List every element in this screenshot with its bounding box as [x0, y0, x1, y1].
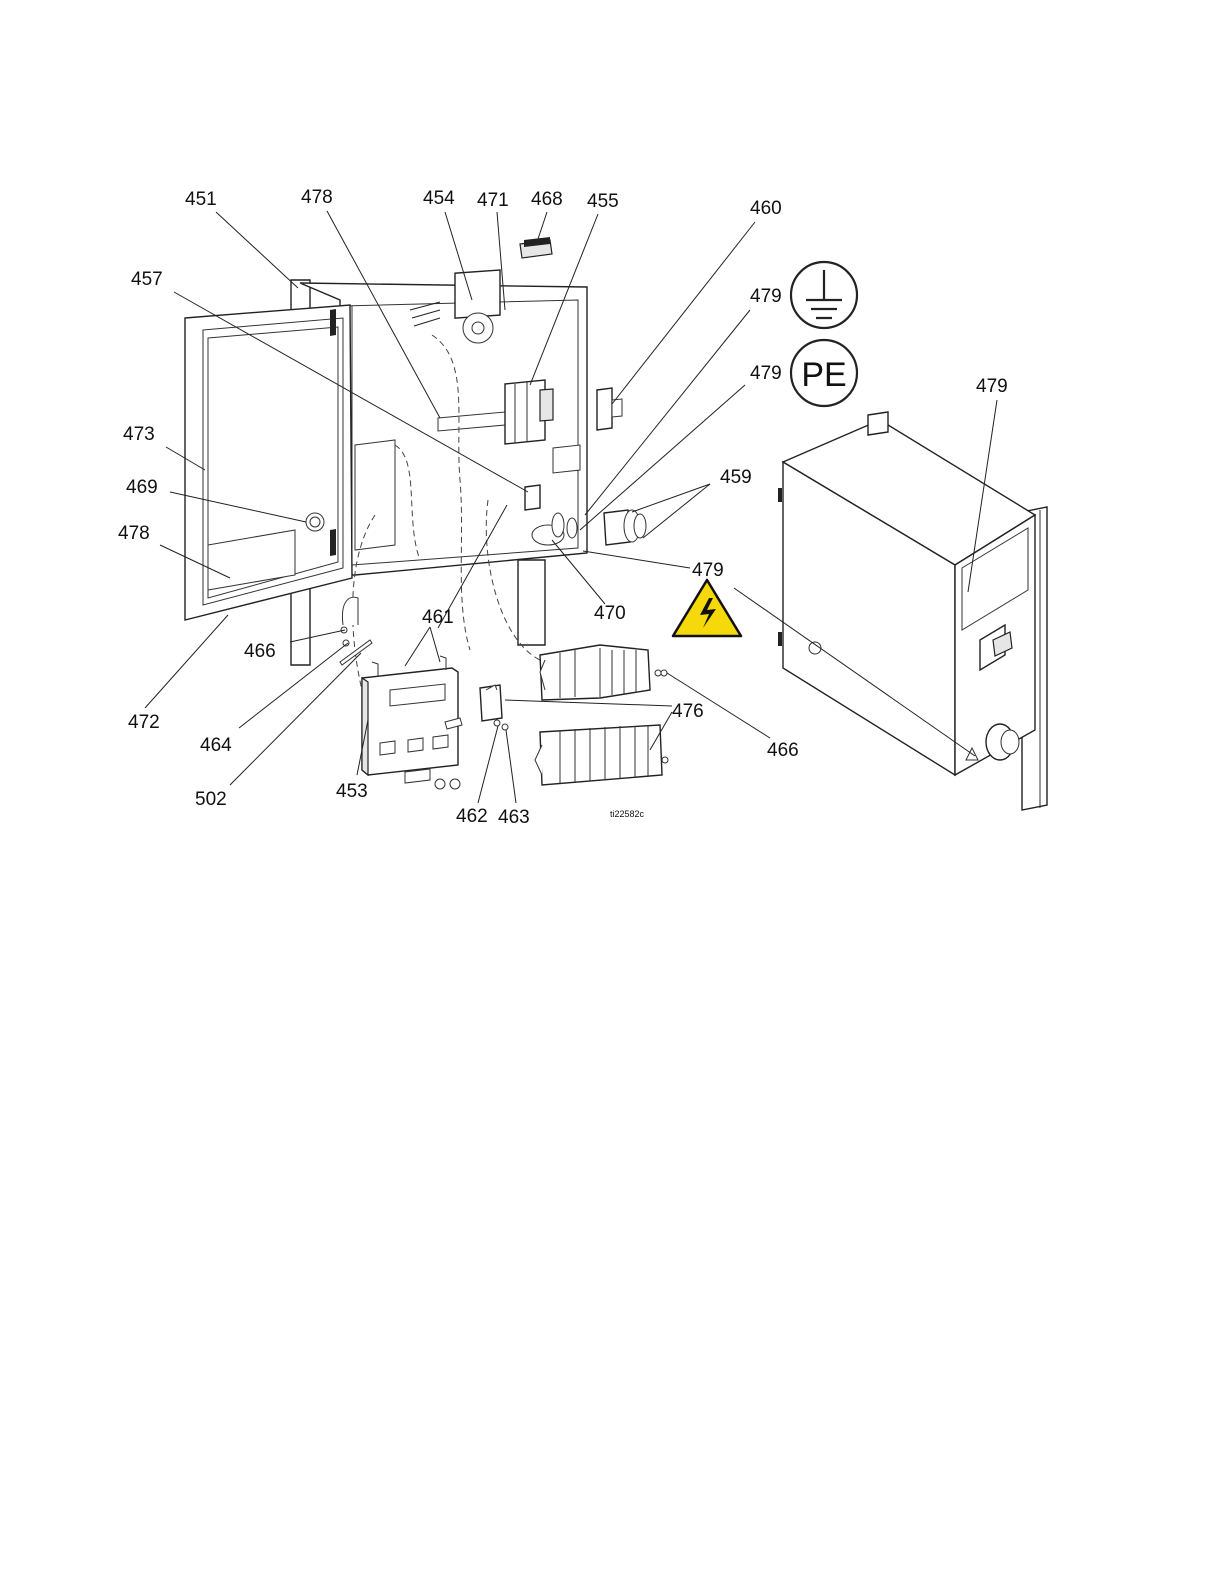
callout-457: 457: [131, 269, 163, 290]
high-voltage-warning-icon: [673, 580, 741, 636]
closed-top-rail-tab: [868, 412, 888, 435]
callout-466-left: 466: [244, 641, 276, 662]
side-gland-ring-b: [567, 518, 577, 538]
disconnect-handle-side: [597, 388, 612, 430]
callout-459: 459: [720, 467, 752, 488]
callout-479-pe: 479: [750, 363, 782, 384]
callout-479-warning: 479: [692, 560, 724, 581]
side-label-plate: [553, 445, 580, 473]
callout-479-right: 479: [976, 376, 1008, 397]
callout-472: 472: [128, 712, 160, 733]
control-module: [362, 656, 462, 789]
callout-464: 464: [200, 735, 232, 756]
closed-cable-gland-nut: [1001, 730, 1019, 754]
callout-471: 471: [477, 190, 509, 211]
callout-451: 451: [185, 189, 217, 210]
ground-terminal: [525, 485, 540, 510]
callout-468: 468: [531, 189, 563, 210]
figure-id: ti22582c: [610, 809, 645, 819]
callout-462: 462: [456, 806, 488, 827]
mounting-plate-cutout: [355, 440, 395, 550]
closed-enclosure: [778, 412, 1047, 810]
relay-module: [480, 685, 508, 730]
callout-502: 502: [195, 789, 227, 810]
callout-454: 454: [423, 188, 455, 209]
callout-453: 453: [336, 781, 368, 802]
closed-door-hinges: [778, 488, 782, 646]
callout-460: 460: [750, 198, 782, 219]
callout-461: 461: [422, 607, 454, 628]
ground-symbol-icon: [791, 262, 857, 328]
enclosure-door: [185, 305, 352, 620]
callout-473: 473: [123, 424, 155, 445]
callout-470: 470: [594, 603, 626, 624]
right-mounting-rail: [518, 560, 545, 645]
callout-479-ground: 479: [750, 286, 782, 307]
callout-466-right: 466: [767, 740, 799, 761]
callout-478-top: 478: [301, 187, 333, 208]
terminal-block-upper: [540, 645, 667, 700]
side-gland-ring-a: [552, 513, 564, 537]
terminal-block-lower: [535, 725, 668, 785]
callout-469: 469: [126, 477, 158, 498]
cable-gland: [604, 510, 646, 545]
ground-strap: [342, 597, 358, 625]
door-lock-core: [310, 517, 320, 527]
callout-455: 455: [587, 191, 619, 212]
pe-symbol-text: PE: [801, 356, 846, 394]
callout-476: 476: [672, 701, 704, 722]
callout-463: 463: [498, 807, 530, 828]
pe-symbol-icon: PE: [791, 340, 857, 406]
callout-478-left: 478: [118, 523, 150, 544]
